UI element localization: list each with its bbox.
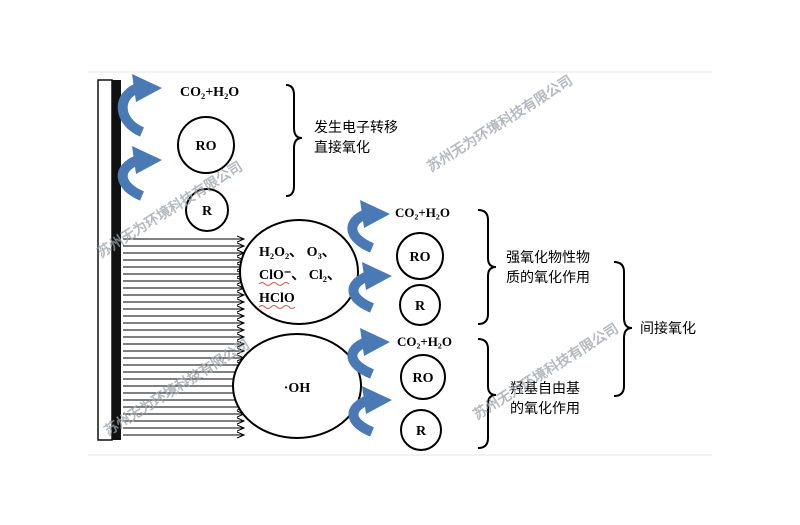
strong-product-label: CO₂+H₂O [395, 205, 450, 220]
direct-r-label: R [202, 204, 213, 219]
curved-arrow-radical-bottom [348, 395, 375, 437]
hydroxyl-radical-ellipse [232, 333, 362, 439]
strong-species-line1: H₂O₂、 O₃、 [259, 245, 336, 260]
watermark-2: 苏州无为环境科技有限公司 [424, 72, 575, 175]
curved-arrowhead-direct-top [132, 74, 162, 102]
direct-product-label: CO₂+H₂O [180, 85, 239, 100]
direct-label-line2: 直接氧化 [314, 139, 370, 156]
curved-arrow-radical-top [347, 337, 375, 379]
radical-r-circle [400, 409, 442, 451]
direct-bracket [285, 84, 303, 197]
strong-label-line1: 强氧化物性物 [506, 250, 590, 266]
radical-label-line2: 的氧化作用 [510, 401, 580, 417]
strong-bracket [477, 209, 497, 325]
direct-r-circle [185, 188, 229, 232]
electrode-arrows [123, 239, 244, 435]
curved-arrow-direct-bottom [117, 155, 145, 201]
curved-arrowhead-strong-top [360, 200, 390, 228]
radical-label-line1: 羟基自由基 [510, 380, 580, 397]
radical-ro-circle [400, 354, 446, 400]
indirect-bracket [613, 261, 633, 397]
direct-ro-circle [177, 116, 235, 174]
strong-ro-label: RO [410, 250, 431, 265]
direct-label-line1: 发生电子转移 [314, 120, 398, 136]
radical-r-label: R [416, 424, 427, 439]
curved-arrowhead-radical-bottom [362, 386, 392, 414]
strong-r-circle [399, 284, 441, 326]
strong-species-line2: ClO⁻、 Cl₂、 [259, 268, 341, 283]
electrode-surface [112, 80, 121, 440]
curved-arrowhead-radical-top [360, 328, 390, 356]
indirect-label: 间接氧化 [640, 320, 696, 337]
strong-species-line3: HClO [259, 291, 295, 306]
curved-arrow-strong-top [347, 209, 375, 253]
curved-arrowhead-direct-bottom [132, 146, 162, 174]
strong-r-label: R [415, 299, 426, 314]
radical-bracket [477, 338, 497, 449]
direct-ro-label: RO [196, 139, 217, 154]
radical-species-label: ·OH [284, 381, 311, 396]
curved-arrowhead-strong-bottom [362, 262, 392, 290]
curved-arrow-strong-bottom [348, 271, 375, 313]
radical-ro-label: RO [413, 371, 434, 386]
curved-arrow-direct-top [117, 83, 145, 137]
strong-ro-circle [396, 232, 444, 280]
radical-product-label: CO₂+H₂O [397, 334, 452, 349]
strong-oxidant-ellipse [239, 219, 359, 325]
strong-squiggle-2 [258, 305, 296, 309]
strong-label-line2: 质的氧化作用 [506, 270, 590, 286]
strong-squiggle-1 [258, 282, 290, 286]
